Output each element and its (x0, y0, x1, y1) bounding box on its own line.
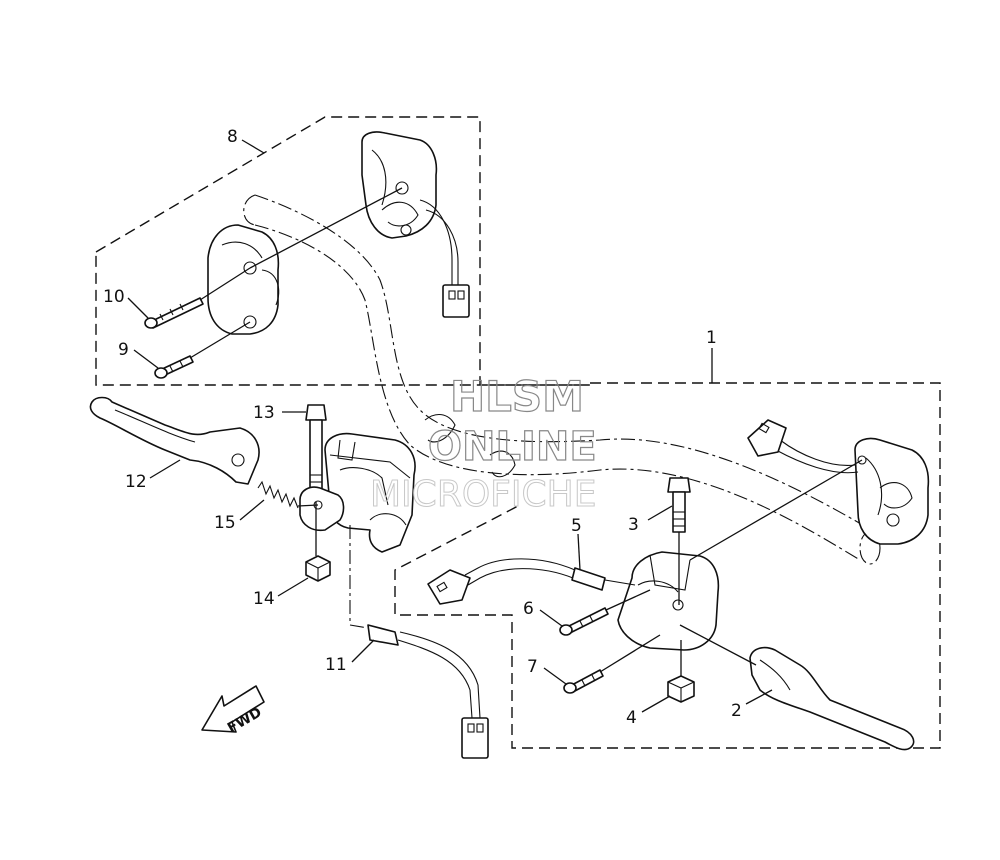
spring-15 (257, 480, 319, 509)
leader-14 (277, 577, 309, 597)
forward-direction-arrow: FWD (201, 685, 265, 737)
brake-lever (679, 624, 915, 751)
callout-4: 4 (626, 708, 637, 728)
callout-9: 9 (118, 340, 129, 360)
left-switch-connector (442, 284, 470, 318)
callout-10: 10 (103, 287, 125, 307)
right-switch-connector (747, 419, 787, 457)
clutch-lever (89, 396, 260, 485)
watermark-microfiche: MICROFICHE (370, 474, 596, 515)
callout-7: 7 (527, 657, 538, 677)
leader-6 (539, 609, 563, 627)
leader-12 (149, 459, 181, 479)
callout-13: 13 (253, 403, 275, 423)
leader-5 (577, 533, 581, 571)
leader-10 (127, 297, 149, 319)
leader-15 (239, 499, 265, 521)
leader-8 (241, 139, 265, 154)
callout-12: 12 (125, 472, 147, 492)
screw-10 (144, 267, 251, 329)
leader-2 (745, 689, 773, 705)
callout-2: 2 (731, 701, 742, 721)
callout-15: 15 (214, 513, 236, 533)
callout-8: 8 (227, 127, 238, 147)
group-outline-1 (394, 382, 941, 749)
clutch-lever-holder (299, 432, 416, 553)
left-switch-housing-lower (207, 187, 403, 335)
leader-3 (647, 505, 673, 521)
nut-4 (667, 640, 695, 703)
handlebar-phantom (243, 194, 881, 565)
screw-9 (154, 321, 251, 379)
brake-switch-5 (427, 558, 636, 605)
leader-11 (351, 639, 375, 663)
callout-3: 3 (628, 515, 639, 535)
clutch-switch-cable (349, 525, 489, 759)
nut-14 (305, 502, 331, 582)
callout-5: 5 (571, 516, 582, 536)
leader-4 (641, 695, 671, 713)
callout-1: 1 (706, 328, 717, 348)
watermark-hlsm: HLSM (450, 372, 584, 421)
left-switch-housing-upper (361, 131, 459, 285)
group-outline-8 (95, 116, 590, 386)
screw-6 (559, 589, 651, 636)
brake-master-cylinder (617, 459, 863, 651)
bolt-3 (667, 477, 691, 605)
callout-11: 11 (325, 655, 347, 675)
leader-9 (133, 349, 159, 369)
screw-7 (563, 634, 661, 694)
callout-14: 14 (253, 589, 275, 609)
leader-7 (543, 667, 567, 685)
right-switch-housing (775, 437, 930, 545)
callout-6: 6 (523, 599, 534, 619)
watermark-online: ONLINE (428, 424, 597, 470)
